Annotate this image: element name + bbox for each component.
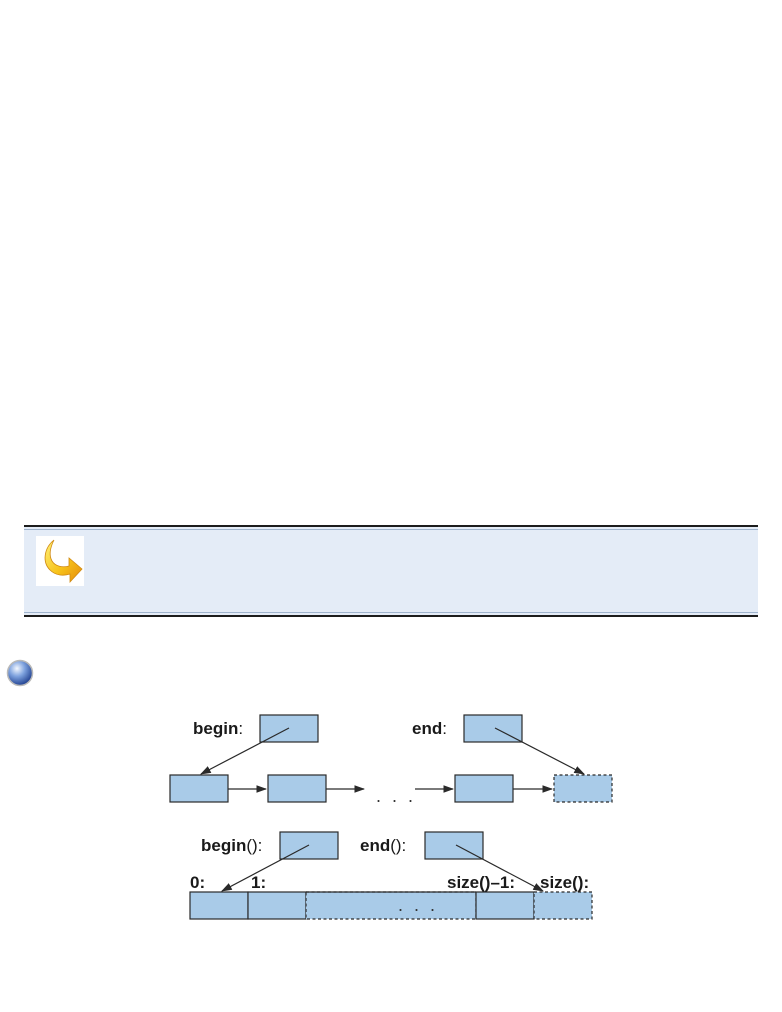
- list-begin-label: begin:: [193, 719, 243, 738]
- list-end-label: end:: [412, 719, 447, 738]
- array-cell-past-end: [533, 891, 593, 920]
- list-node-first: [169, 774, 229, 803]
- array-cell-first: [189, 891, 249, 920]
- list-node-second: [267, 774, 327, 803]
- linked-list-diagram: begin: end: . . .: [169, 714, 613, 806]
- list-node-past-end: [553, 774, 613, 803]
- list-begin-pointer-arrow: [200, 727, 290, 775]
- array-cell-second: [247, 891, 307, 920]
- array-index-past-end: size():: [540, 873, 589, 892]
- array-ellipsis: . . .: [398, 895, 438, 915]
- round-bullet-icon: [6, 659, 34, 687]
- array-begin-pointer-arrow: [221, 844, 310, 892]
- list-node-last: [454, 774, 514, 803]
- array-end-pointer-arrow: [455, 844, 544, 892]
- array-index-last: size()–1:: [447, 873, 515, 892]
- list-ellipsis: . . .: [376, 786, 416, 806]
- array-diagram: begin(): end(): 0: 1: size()–1: size(): …: [189, 831, 593, 920]
- array-index-first: 0:: [190, 873, 205, 892]
- array-begin-label: begin():: [201, 836, 262, 855]
- array-cell-middle: [305, 891, 477, 920]
- array-end-label: end():: [360, 836, 406, 855]
- array-cell-last: [475, 891, 535, 920]
- array-index-second: 1:: [251, 873, 266, 892]
- note-box: [24, 525, 758, 617]
- curved-arrow-icon: [36, 536, 84, 586]
- list-end-pointer-arrow: [494, 727, 585, 775]
